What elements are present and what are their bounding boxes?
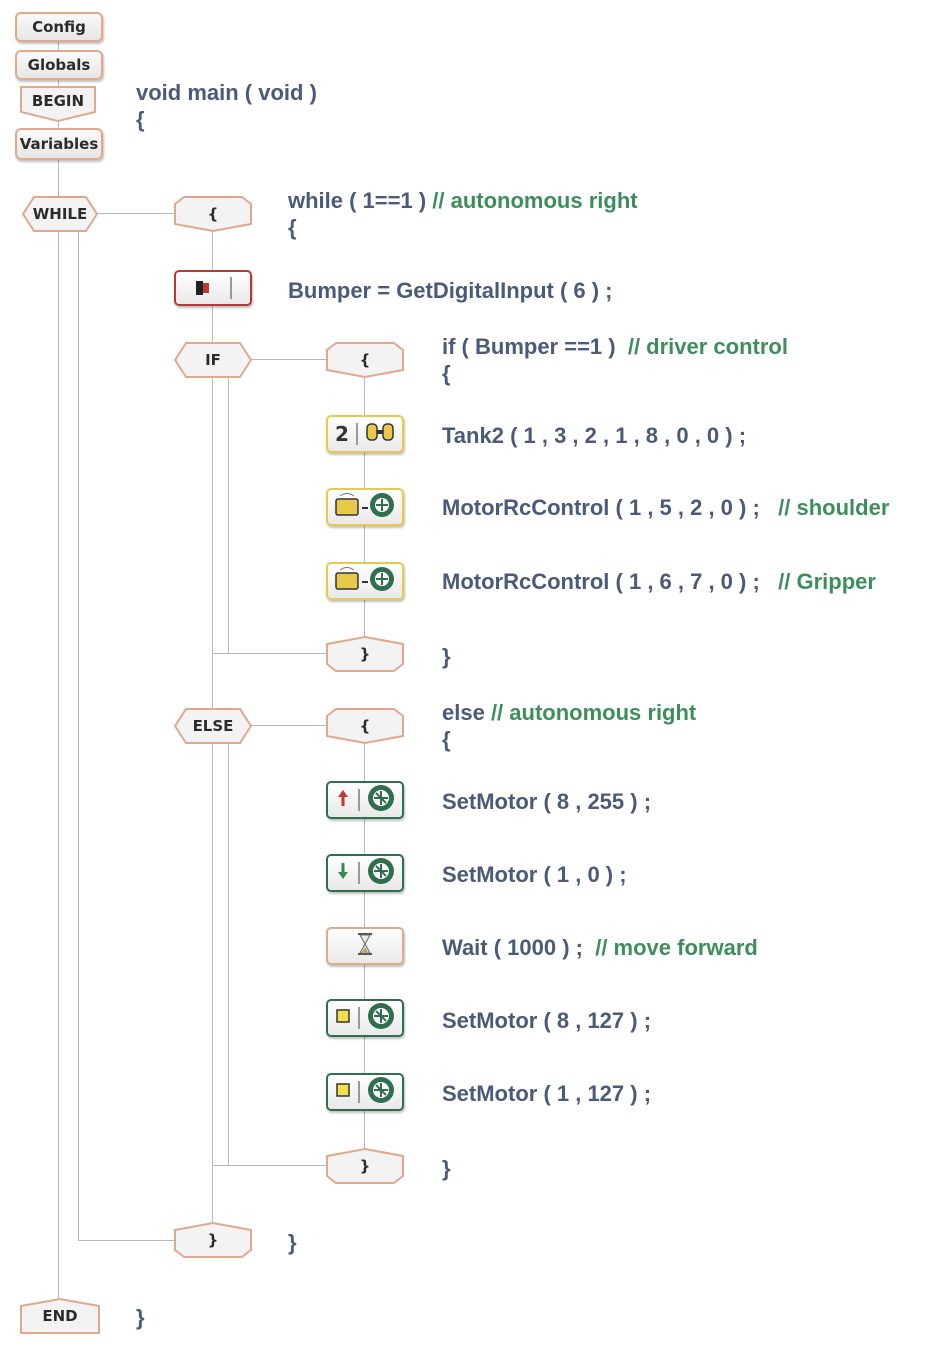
begin-label: BEGIN: [31, 92, 85, 110]
tank-number-label: 2: [335, 422, 349, 446]
motor-icon: [367, 1002, 395, 1035]
motor-reverse-icon: [335, 861, 351, 886]
wait-block[interactable]: [326, 927, 404, 965]
if-close-brace-block[interactable]: }: [326, 635, 404, 672]
tank-drive-icon: [365, 422, 395, 447]
icon-divider: [358, 1081, 360, 1103]
code-comment: // shoulder: [778, 495, 890, 520]
variables-block[interactable]: Variables: [15, 128, 103, 160]
motor-icon: [367, 784, 395, 817]
rc-motor-block[interactable]: [326, 488, 404, 526]
connector-line: [58, 78, 59, 88]
bumper-switch-icon: [194, 278, 212, 298]
brace-label: {: [359, 351, 371, 369]
connector-line: [78, 230, 79, 1240]
rc-motor-icon: [332, 490, 398, 525]
connector-line: [228, 375, 229, 653]
begin-block[interactable]: BEGIN: [20, 86, 96, 123]
if-open-brace-block[interactable]: {: [326, 342, 404, 379]
tank-statement: Tank2 ( 1 , 3 , 2 , 1 , 8 , 0 , 0 ) ;: [442, 423, 747, 448]
rc-motor-icon: [332, 564, 398, 599]
connector-line: [228, 742, 229, 1166]
motor-stop-icon: [335, 1008, 351, 1029]
set-motor-statement: SetMotor ( 8 , 255 ) ;: [442, 789, 652, 814]
hourglass-icon: [356, 932, 374, 961]
code-comment: // driver control: [627, 334, 788, 359]
set-motor-block[interactable]: [326, 999, 404, 1037]
set-motor-statement: SetMotor ( 1 , 0 ) ;: [442, 862, 627, 887]
while-statement: while ( 1==1 ) // autonomous right: [288, 188, 638, 213]
code-comment: // autonomous right: [432, 188, 638, 213]
else-open-code-brace: {: [442, 727, 451, 752]
connector-line: [250, 725, 328, 726]
icon-divider: [230, 277, 232, 299]
else-open-brace-block[interactable]: {: [326, 708, 404, 745]
if-label: IF: [205, 351, 221, 369]
icon-divider: [358, 1007, 360, 1029]
while-close-code-brace: }: [288, 1230, 297, 1255]
brace-label: }: [359, 1157, 371, 1175]
icon-divider: [358, 862, 360, 884]
if-statement: if ( Bumper ==1 ) // driver control: [442, 334, 788, 359]
connector-line: [78, 1240, 178, 1241]
set-motor-block[interactable]: [326, 854, 404, 892]
while-open-brace-block[interactable]: {: [174, 196, 252, 233]
rc-motor-block[interactable]: [326, 562, 404, 600]
main-signature: void main ( void ): [136, 80, 317, 105]
connector-line: [58, 40, 59, 52]
connector-line: [212, 653, 328, 654]
main-open-brace: {: [136, 107, 145, 132]
digital-input-block[interactable]: [174, 270, 252, 306]
set-motor-statement: SetMotor ( 8 , 127 ) ;: [442, 1008, 652, 1033]
while-block[interactable]: WHILE: [21, 196, 99, 232]
config-label: Config: [32, 18, 86, 36]
else-close-brace-block[interactable]: }: [326, 1147, 404, 1184]
else-block[interactable]: ELSE: [173, 708, 253, 744]
brace-label: {: [207, 205, 219, 223]
brace-label: }: [359, 645, 371, 663]
else-label: ELSE: [192, 717, 234, 735]
brace-label: {: [359, 717, 371, 735]
connector-line: [58, 158, 59, 198]
while-open-code-brace: {: [288, 215, 297, 240]
set-motor-block[interactable]: [326, 1073, 404, 1111]
while-label: WHILE: [32, 205, 88, 223]
icon-divider: [358, 789, 360, 811]
rc-control-statement: MotorRcControl ( 1 , 6 , 7 , 0 ) ; // Gr…: [442, 569, 876, 594]
end-label: END: [42, 1307, 78, 1325]
connector-line: [58, 120, 59, 130]
connector-line: [250, 359, 328, 360]
code-comment: // autonomous right: [490, 700, 697, 725]
connector-line: [96, 213, 176, 214]
set-motor-statement: SetMotor ( 1 , 127 ) ;: [442, 1081, 652, 1106]
if-open-code-brace: {: [442, 361, 451, 386]
globals-label: Globals: [27, 56, 91, 74]
brace-label: }: [207, 1231, 219, 1249]
if-close-code-brace: }: [442, 644, 451, 669]
bumper-statement: Bumper = GetDigitalInput ( 6 ) ;: [288, 278, 613, 303]
motor-icon: [367, 857, 395, 890]
connector-line: [212, 1165, 328, 1166]
motor-forward-icon: [335, 788, 351, 813]
motor-icon: [367, 1076, 395, 1109]
code-comment: // Gripper: [778, 569, 876, 594]
if-block[interactable]: IF: [173, 342, 253, 378]
else-statement: else // autonomous right: [442, 700, 697, 725]
icon-divider: [355, 423, 358, 445]
wait-statement: Wait ( 1000 ) ; // move forward: [442, 935, 758, 960]
config-block[interactable]: Config: [15, 12, 103, 42]
variables-label: Variables: [19, 135, 99, 153]
motor-stop-icon: [335, 1082, 351, 1103]
main-close-code-brace: }: [136, 1305, 145, 1330]
while-close-brace-block[interactable]: }: [174, 1221, 252, 1258]
tank-drive-block[interactable]: 2: [326, 415, 404, 453]
rc-control-statement: MotorRcControl ( 1 , 5 , 2 , 0 ) ; // sh…: [442, 495, 890, 520]
code-comment: // move forward: [595, 935, 758, 960]
set-motor-block[interactable]: [326, 781, 404, 819]
globals-block[interactable]: Globals: [15, 50, 103, 80]
connector-line: [58, 230, 59, 1300]
end-block[interactable]: END: [20, 1297, 100, 1334]
else-close-code-brace: }: [442, 1156, 451, 1181]
